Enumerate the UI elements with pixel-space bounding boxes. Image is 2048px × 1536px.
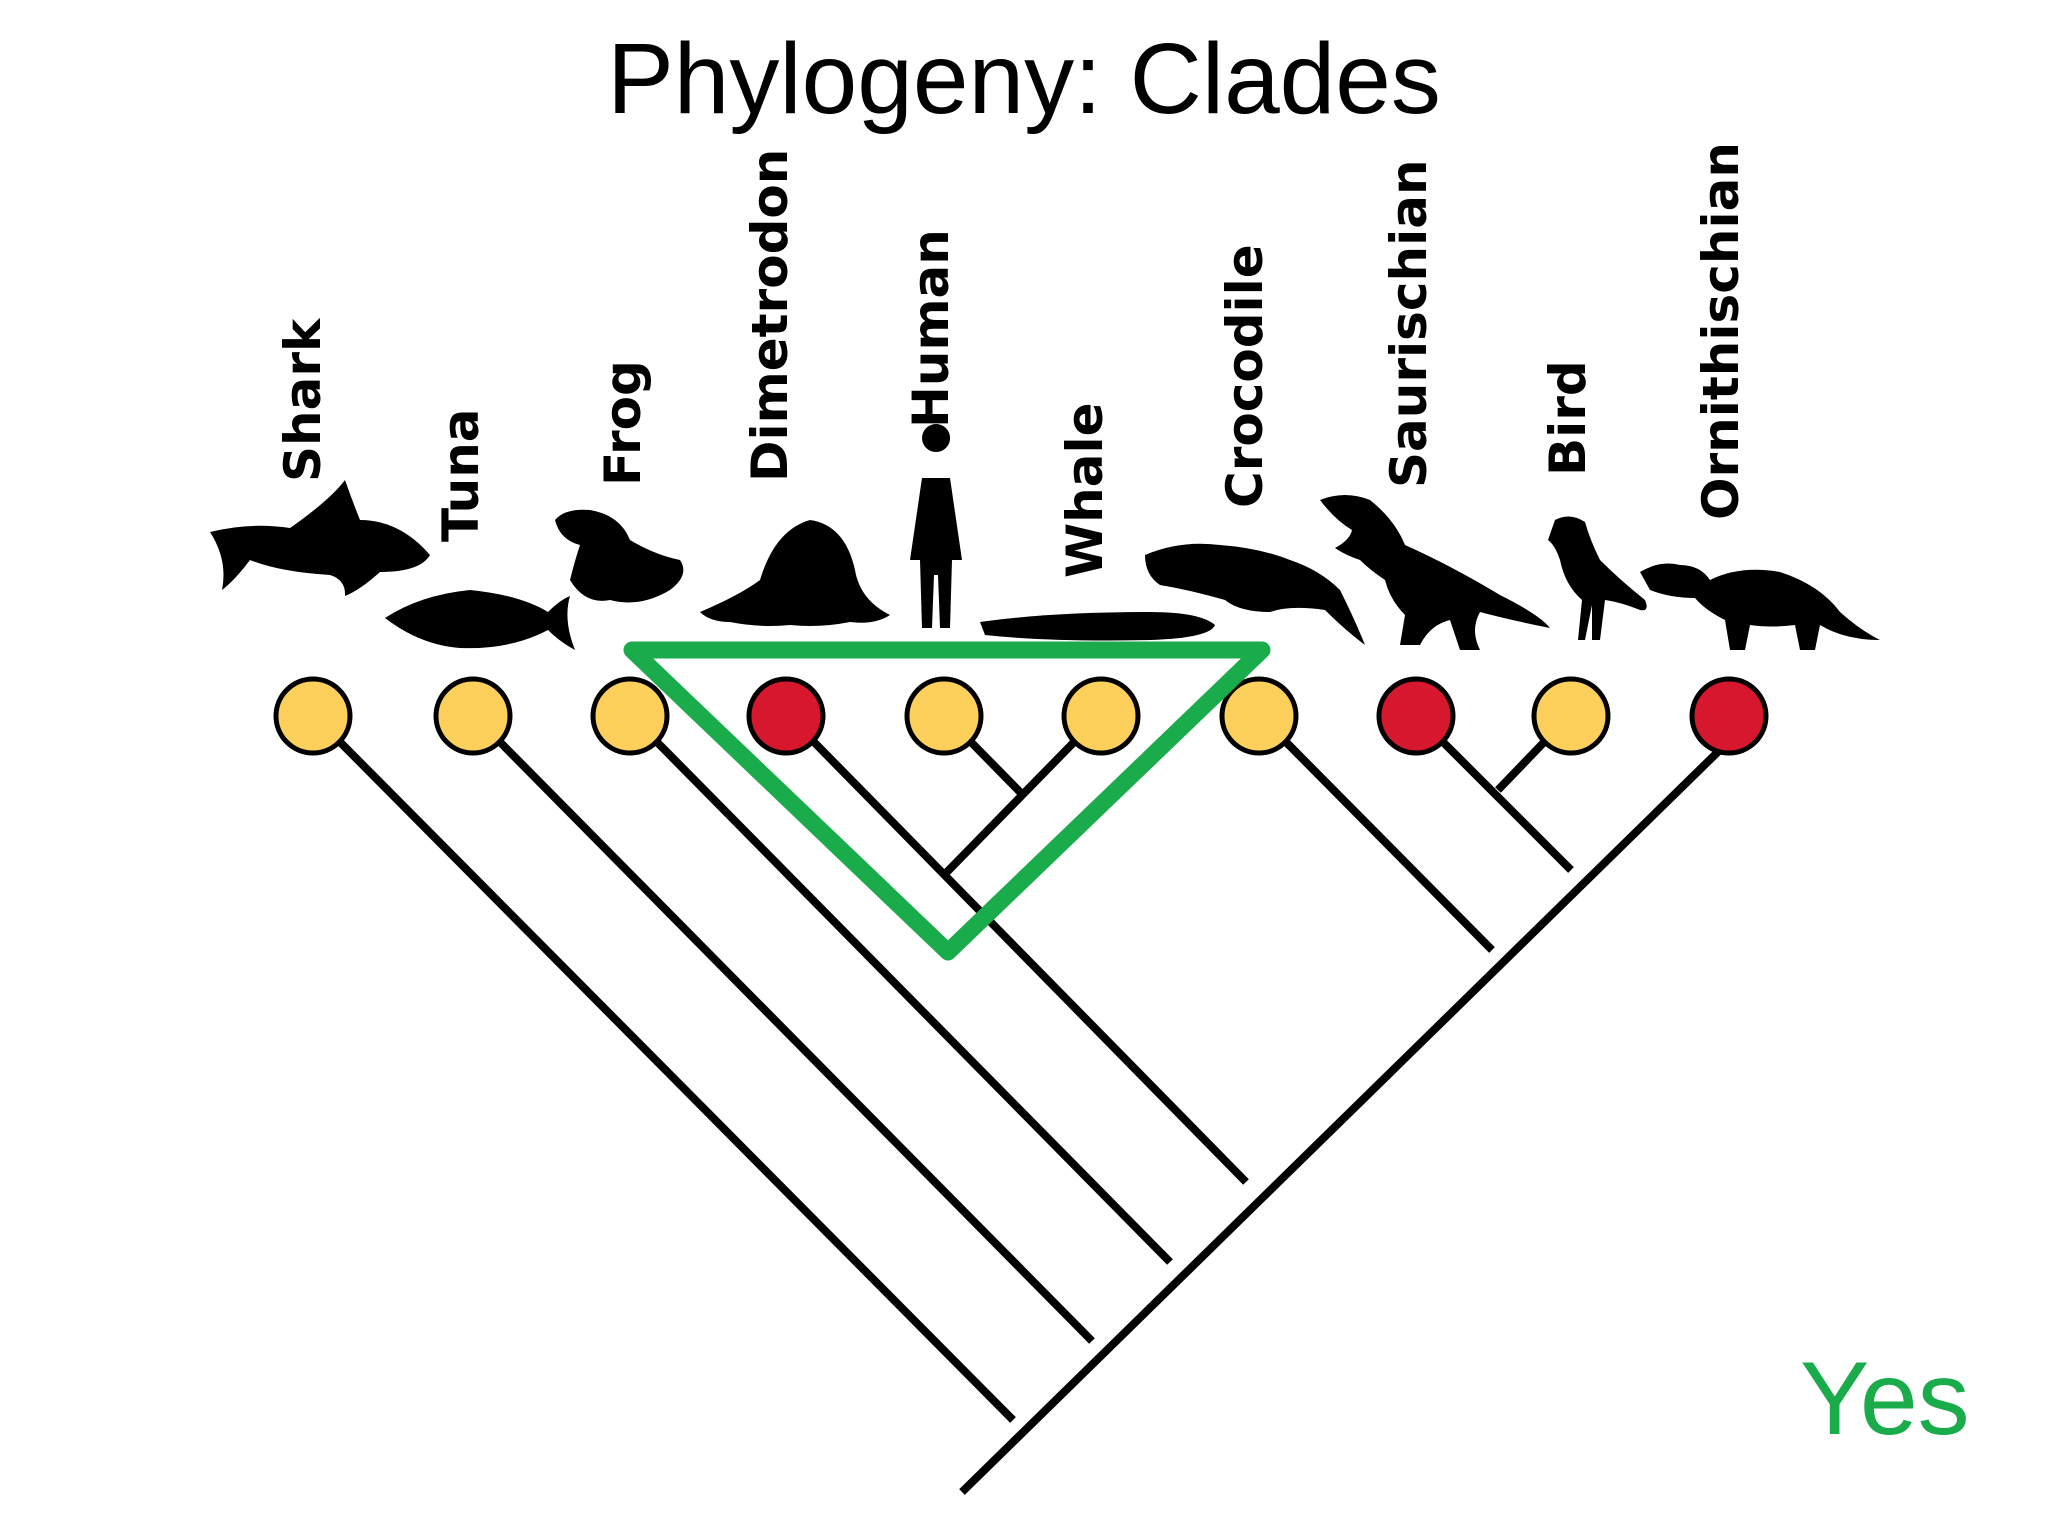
branch-bird — [1495, 735, 1551, 793]
taxon-label-ornithischian: Ornithischian — [1692, 142, 1750, 520]
slide-title: Phylogeny: Clades — [607, 23, 1441, 135]
tree-branches — [333, 735, 1731, 1495]
branch-crocodile — [1279, 735, 1495, 953]
branch-saurischian — [1436, 735, 1574, 873]
branch-dimetrodon — [807, 735, 1249, 1185]
taxon-label-frog: Frog — [594, 360, 652, 486]
trait-node-shark — [273, 676, 353, 756]
trait-node-frog — [590, 676, 670, 756]
taxon-label-crocodile: Crocodile — [1216, 244, 1274, 508]
trait-nodes — [273, 676, 1769, 756]
bird-silhouette-icon — [1548, 516, 1647, 640]
taxon-label-saurischian: Saurischian — [1380, 159, 1438, 488]
whale-silhouette-icon — [980, 612, 1215, 641]
dimetrodon-silhouette-icon — [700, 520, 890, 626]
shark-silhouette-icon — [210, 480, 430, 596]
trait-node-tuna — [433, 676, 513, 756]
trait-node-saurischian — [1376, 676, 1456, 756]
branch-root — [959, 739, 1731, 1495]
answer-text: Yes — [1800, 1341, 1970, 1457]
tuna-silhouette-icon — [385, 590, 575, 650]
taxon-label-dimetrodon: Dimetrodon — [741, 149, 799, 482]
human-silhouette-icon — [910, 424, 962, 628]
taxon-label-shark: Shark — [274, 317, 332, 482]
clade-highlight-triangle — [623, 641, 1271, 961]
crocodile-silhouette-icon — [1145, 543, 1365, 645]
trait-node-dimetrodon — [746, 676, 826, 756]
taxon-label-human: Human — [902, 229, 960, 428]
taxon-label-whale: Whale — [1056, 402, 1114, 578]
taxon-label-bird: Bird — [1539, 360, 1597, 476]
branch-frog — [650, 735, 1173, 1265]
branch-whale — [942, 735, 1081, 877]
frog-silhouette-icon — [555, 509, 684, 603]
branch-tuna — [493, 735, 1095, 1344]
trait-node-human — [904, 676, 984, 756]
taxon-label-tuna: Tuna — [432, 408, 490, 542]
saurischian-silhouette-icon — [1320, 495, 1550, 650]
ornithischian-silhouette-icon — [1640, 563, 1880, 650]
trait-node-ornithischian — [1689, 676, 1769, 756]
animal-silhouettes — [210, 424, 1880, 650]
branch-human — [964, 735, 1023, 795]
trait-node-crocodile — [1219, 676, 1299, 756]
trait-node-whale — [1061, 676, 1141, 756]
trait-node-bird — [1531, 676, 1611, 756]
branch-shark — [333, 735, 1016, 1423]
